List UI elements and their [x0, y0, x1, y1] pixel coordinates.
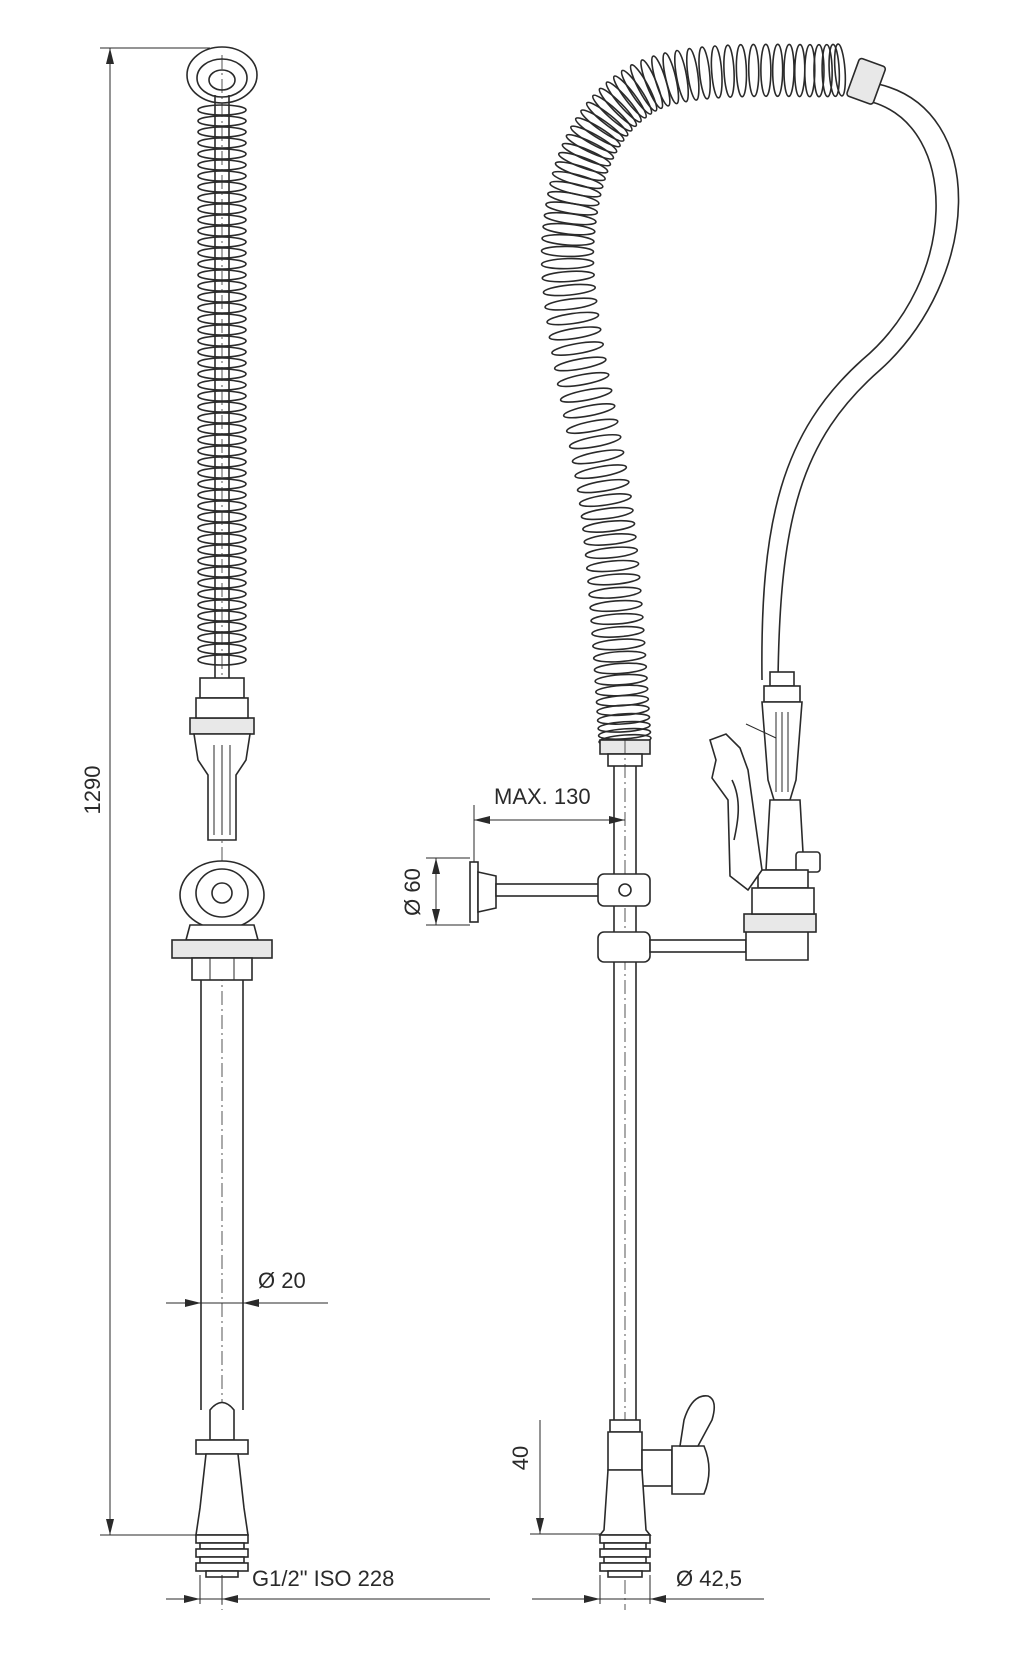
front-riser-tube — [200, 980, 244, 1410]
wall-bracket — [469, 861, 651, 923]
dimension-tap-height: 40 — [508, 1420, 600, 1535]
side-coil-spring — [540, 43, 847, 747]
tap-height-label: 40 — [508, 1446, 533, 1470]
side-threaded-base — [599, 1534, 651, 1578]
front-spring-collar — [189, 677, 255, 735]
front-valve-body — [171, 733, 273, 981]
pre-rinse-spray-gun — [709, 671, 821, 915]
dimension-wall-flange: Ø 60 — [400, 857, 470, 926]
front-lower-tap — [195, 1401, 249, 1536]
front-view — [171, 46, 273, 1610]
spray-head-bracket — [597, 913, 817, 963]
dimension-max-arm: MAX. 130 — [473, 784, 625, 862]
dimension-base-diameter: Ø 42,5 — [532, 1566, 764, 1604]
dimension-tube-diameter: Ø 20 — [166, 1268, 328, 1307]
base-diameter-label: Ø 42,5 — [676, 1566, 742, 1591]
front-coil-spring — [197, 104, 247, 666]
thread-label: G1/2" ISO 228 — [252, 1566, 394, 1591]
dimension-thread: G1/2" ISO 228 — [166, 1566, 490, 1604]
tube-diameter-label: Ø 20 — [258, 1268, 306, 1293]
wall-flange-label: Ø 60 — [400, 868, 425, 916]
hose-end-fitting — [846, 57, 887, 105]
side-lower-tap — [598, 1395, 716, 1536]
max-arm-label: MAX. 130 — [494, 784, 591, 809]
dimension-total-height: 1290 — [80, 47, 210, 1536]
total-height-label: 1290 — [80, 766, 105, 815]
flexible-hose — [761, 83, 960, 681]
side-view — [469, 43, 960, 1610]
front-threaded-base — [195, 1534, 249, 1578]
